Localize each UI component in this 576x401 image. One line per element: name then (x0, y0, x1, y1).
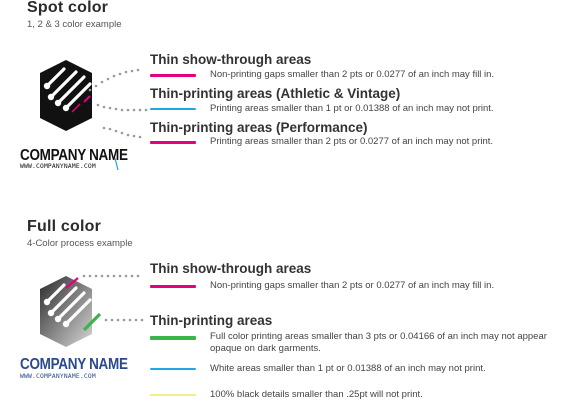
spot-item-title: Thin-printing areas (Athletic & Vintage) (150, 86, 401, 101)
spot-item-title: Thin-printing areas (Performance) (150, 120, 368, 135)
full-item-color-line (150, 368, 196, 370)
full-item-desc: Full color printing areas smaller than 3… (210, 331, 547, 354)
spot-item-desc: Printing areas smaller than 1 pt or 0.01… (210, 103, 494, 114)
full-company-url: WWW.COMPANYNAME.COM (20, 373, 96, 380)
full-item-title: Thin show-through areas (150, 261, 312, 276)
spot-company-name: COMPANY NAME (20, 146, 128, 164)
spot-item-title: Thin show-through areas (150, 52, 312, 67)
full-item-desc: White areas smaller than 1 pt or 0.01388… (210, 363, 486, 374)
full-item-color-line (150, 336, 196, 340)
spot-company-url: WWW.COMPANYNAME.COM (20, 163, 96, 170)
full-item-title: Thin-printing areas (150, 313, 273, 328)
spot-item-color-line (150, 108, 196, 110)
spot-item-desc: Printing areas smaller than 2 pts or 0.0… (210, 136, 494, 147)
full-section-title: Full color (27, 218, 101, 235)
full-connector-dots (82, 274, 144, 322)
spot-logo-icon (40, 60, 92, 131)
spot-section-title: Spot color (27, 0, 109, 16)
spot-item-desc: Non-printing gaps smaller than 2 pts or … (210, 69, 495, 80)
full-section-subtitle: 4-Color process example (27, 238, 133, 249)
spot-connector-dots (88, 68, 148, 139)
full-item-desc: Non-printing gaps smaller than 2 pts or … (210, 280, 495, 291)
spot-section-subtitle: 1, 2 & 3 color example (27, 19, 122, 30)
full-item-color-line (150, 285, 196, 288)
full-item-desc: 100% black details smaller than .25pt wi… (210, 389, 423, 400)
full-logo-icon (40, 276, 102, 347)
full-item-color-line (150, 394, 196, 396)
spot-item-color-line (150, 74, 196, 77)
full-company-name: COMPANY NAME (20, 355, 128, 373)
spot-item-color-line (150, 141, 196, 144)
